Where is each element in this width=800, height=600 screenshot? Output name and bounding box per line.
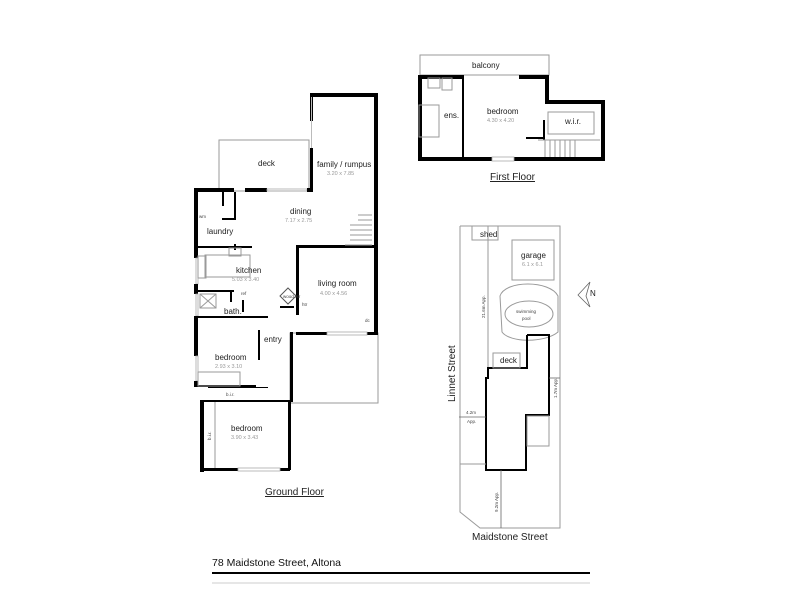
upstairs-bedroom-dims: 4.30 x 4.20 [487,118,514,124]
depth-measurement: 21.6m App. [481,295,486,318]
walk-in-robe-label: w.i.r. [564,117,581,126]
maidstone-street-label: Maidstone Street [472,532,548,543]
bedroom-3-dims: 3.90 x 3.43 [231,435,258,441]
dining-dims: 7.17 x 2.75 [285,218,312,224]
dining-label: dining [290,207,311,216]
ref-label: ref [241,291,247,296]
site-plan: N shed garage 6.1 x 6.1 swimming pool de… [447,225,596,543]
front-setback-measurement: 9.2m App. [494,492,499,512]
ground-floor-plan: deck family / rumpus 3.20 x 7.85 dining … [194,93,379,498]
bedroom-3-bir: b.i.r. [207,431,212,440]
first-floor-title: First Floor [490,172,536,183]
north-arrow-icon [577,281,591,308]
living-room-label: living room [318,279,357,288]
west-setback-app: App. [467,419,476,424]
shed-label: shed [480,230,497,239]
site-deck-label: deck [500,356,518,365]
balcony-outline [419,54,550,76]
bath-label: bath. [224,307,242,316]
dc-label: dc [365,318,371,323]
pool-label-2: pool [522,316,531,321]
footer-rule-thick [212,572,590,574]
family-rumpus-label: family / rumpus [317,160,371,169]
ground-floor-title: Ground Floor [265,487,325,498]
family-rumpus-dims: 3.20 x 7.85 [327,171,354,177]
living-room-dims: 4.00 x 4.56 [320,291,347,297]
side-setback-measurement: 1.7m App. [553,378,558,398]
kitchen-label: kitchen [236,266,261,275]
north-label: N [590,289,596,298]
linnet-street-label: Linnet Street [447,345,458,402]
bedroom-2-label: bedroom [215,353,247,362]
property-address: 78 Maidstone Street, Altona [212,557,341,569]
laundry-label: laundry [207,227,233,236]
balcony-label: balcony [472,61,500,70]
heater-label: htr [302,302,308,307]
garage-label: garage [521,251,546,260]
bedroom-3-label: bedroom [231,424,263,433]
deck-label: deck [258,159,276,168]
wood-heater-label: wood htr [283,294,301,299]
bedroom-2-bir: b.i.r. [226,392,235,397]
pool-label-1: swimming [516,309,536,314]
entry-label: entry [264,335,282,344]
west-setback-value: 4.2m [466,410,476,415]
upstairs-bedroom-label: bedroom [487,107,519,116]
kitchen-dims: 5.03 x 3.40 [232,277,259,283]
porch-outline [289,332,379,404]
ensuite-label: ens. [444,111,459,120]
first-floor-plan: balcony bedroom 4.30 x 4.20 ens. w.i.r. … [418,54,605,183]
bedroom-2-dims: 2.93 x 3.10 [215,364,242,370]
washing-machine-label: wm [199,214,206,219]
garage-dims: 6.1 x 6.1 [522,262,543,268]
